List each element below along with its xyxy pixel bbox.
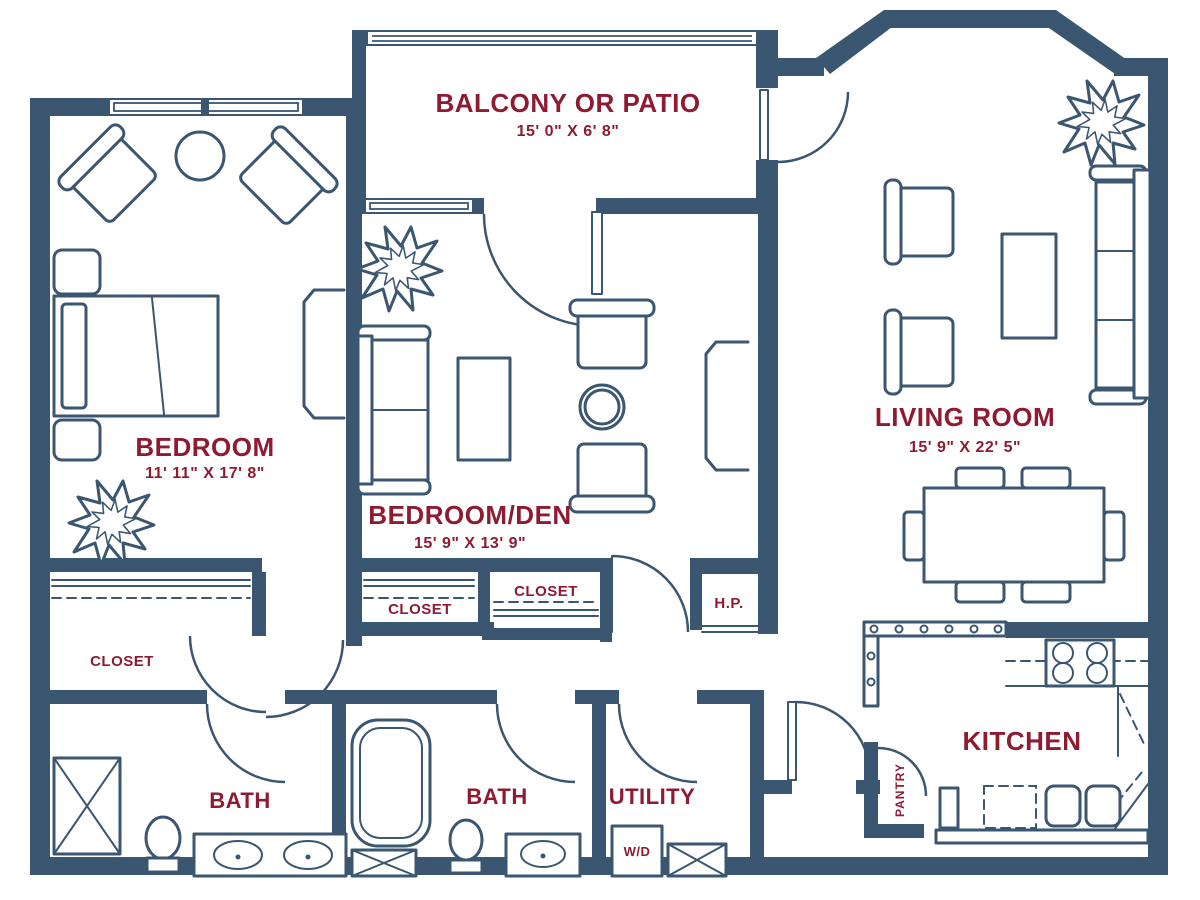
toilet: [144, 815, 182, 861]
label-wd: W/D: [624, 844, 651, 859]
burner: [1052, 662, 1074, 684]
pantry-door: [877, 746, 928, 797]
bath-middle-door: [495, 703, 576, 784]
round-table: [174, 130, 226, 182]
sink-basin: [1084, 784, 1122, 828]
bedroom-closet-door: [188, 635, 267, 714]
bay-window-right: [1052, 19, 1123, 68]
dining-table: [922, 486, 1106, 584]
label-pantry: PANTRY: [893, 763, 907, 817]
burner: [1086, 662, 1108, 684]
nightstand: [52, 248, 102, 296]
label-closet-bedroom: CLOSET: [90, 653, 154, 670]
label-living-room-dims: 15' 9" X 22' 5": [909, 439, 1021, 456]
balcony-railing: [368, 32, 756, 44]
entry-door: [787, 701, 797, 781]
label-closet-den-left: CLOSET: [388, 601, 452, 618]
armchair: [568, 442, 656, 514]
console-table: [704, 340, 750, 472]
armchair: [231, 122, 342, 233]
den-furniture: [355, 225, 750, 617]
label-utility: UTILITY: [609, 784, 696, 809]
burner: [1052, 642, 1074, 664]
bedroom-door: [265, 639, 345, 719]
label-bedroom-den-dims: 15' 9" X 13' 9": [414, 535, 526, 552]
doors: [188, 88, 928, 797]
label-bath-middle: BATH: [466, 784, 527, 809]
plant: [355, 225, 444, 313]
counter: [934, 828, 1150, 845]
dining-chair: [1020, 466, 1072, 490]
plant: [1057, 79, 1146, 167]
utility-door: [617, 703, 698, 784]
bay-window-left: [824, 18, 889, 65]
bath-fixtures: [52, 718, 728, 878]
armchair: [568, 298, 656, 370]
label-bedroom-den: BEDROOM/DEN: [368, 500, 571, 530]
armchair: [54, 120, 165, 231]
coffee-table: [1000, 232, 1058, 340]
armchair: [883, 308, 955, 396]
toilet: [448, 818, 484, 862]
windows: [110, 14, 1123, 212]
sink-basin: [1044, 784, 1082, 828]
kitchen-fixtures: [862, 620, 1150, 845]
den-hall-door: [611, 554, 690, 633]
burner: [1086, 642, 1108, 664]
label-closet-den-right: CLOSET: [514, 583, 578, 600]
nightstand: [52, 418, 102, 462]
dining-chair: [902, 510, 926, 562]
label-balcony-dims: 15' 0" X 6' 8": [517, 123, 620, 140]
dresser: [302, 288, 346, 420]
living-room-furniture: [883, 79, 1152, 604]
bedroom-furniture: [51, 120, 346, 599]
bath-left-door: [205, 703, 286, 784]
balcony-den-door: [591, 211, 603, 295]
label-bath-left: BATH: [209, 788, 270, 813]
label-balcony: BALCONY OR PATIO: [435, 88, 700, 118]
plant: [67, 479, 156, 567]
label-bedroom: BEDROOM: [135, 432, 274, 462]
label-living-room: LIVING ROOM: [875, 402, 1055, 432]
den-window: [366, 200, 472, 212]
washer-dryer-box: [610, 824, 664, 878]
dining-chair: [1020, 580, 1072, 604]
dining-chair: [1102, 510, 1126, 562]
label-kitchen: KITCHEN: [962, 726, 1081, 756]
coffee-table: [456, 356, 512, 462]
room-labels: BALCONY OR PATIO 15' 0" X 6' 8" BEDROOM …: [90, 88, 1081, 859]
balcony-living-door: [759, 89, 769, 161]
dining-chair: [954, 580, 1006, 604]
label-bedroom-dims: 11' 11" X 17' 8": [145, 465, 265, 482]
armchair: [883, 178, 955, 266]
label-hp: H.P.: [714, 595, 743, 612]
bar-counter: [862, 620, 1008, 638]
dining-chair: [954, 466, 1006, 490]
dishwasher: [983, 785, 1037, 829]
cabinet: [938, 786, 960, 830]
